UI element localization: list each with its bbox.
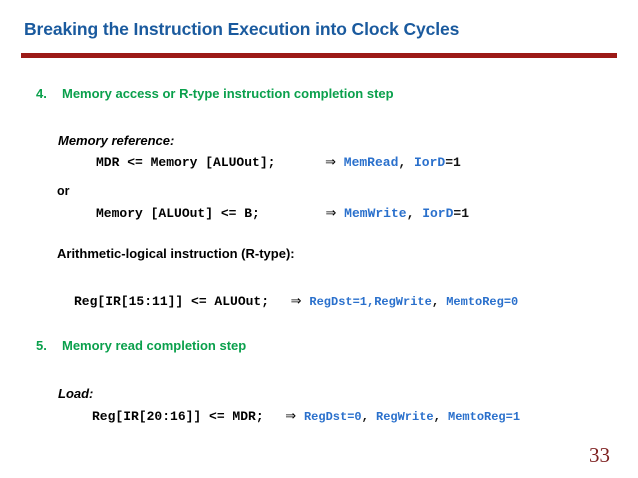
step-4-number: 4. xyxy=(36,86,47,101)
signal-group-load: RegDst=0, RegWrite, MemtoReg=1 xyxy=(304,410,520,424)
implies-arrow-icon: ⇒ xyxy=(285,409,297,424)
code-line-mdr-load: MDR <= Memory [ALUOut]; ⇒ MemRead, IorD=… xyxy=(96,155,461,170)
signal-memread: MemRead xyxy=(343,155,399,170)
memory-reference-label: Memory reference: xyxy=(58,133,175,148)
signal-iord-value: =1 xyxy=(445,155,461,170)
code-statement-mdr-load: MDR <= Memory [ALUOut]; xyxy=(96,155,276,170)
code-line-rtype-writeback: Reg[IR[15:11]] <= ALUOut; ⇒ RegDst=1,Reg… xyxy=(74,294,518,309)
implies-arrow-icon: ⇒ xyxy=(325,155,336,170)
signal-group-rtype: RegDst=1,RegWrite, MemtoReg=0 xyxy=(309,295,518,309)
code-line-mem-store: Memory [ALUOut] <= B; ⇒ MemWrite, IorD=1 xyxy=(96,206,469,221)
page-title: Breaking the Instruction Execution into … xyxy=(24,19,460,39)
step-5-heading: Memory read completion step xyxy=(62,338,247,353)
code-line-load-writeback: Reg[IR[20:16]] <= MDR; ⇒ RegDst=0, RegWr… xyxy=(92,409,520,424)
signal-memwrite: MemWrite xyxy=(344,206,407,221)
signal-regdst: RegDst=0 xyxy=(303,410,362,424)
signal-separator: , xyxy=(361,410,376,424)
code-statement-rtype: Reg[IR[15:11]] <= ALUOut; xyxy=(74,294,270,309)
title-divider xyxy=(21,53,617,58)
implies-arrow-icon: ⇒ xyxy=(325,206,337,221)
signal-iord: IorD xyxy=(414,155,446,170)
page-number: 33 xyxy=(589,443,610,467)
signal-regwrite: RegWrite xyxy=(374,295,432,309)
step-4-heading: Memory access or R-type instruction comp… xyxy=(62,86,394,101)
signal-separator: , xyxy=(433,410,449,424)
step-5-number: 5. xyxy=(36,338,47,353)
rtype-label: Arithmetic-logical instruction (R-type): xyxy=(57,246,295,261)
signal-group-mem-store: MemWrite, IorD=1 xyxy=(344,206,469,221)
code-statement-load: Reg[IR[20:16]] <= MDR; xyxy=(92,409,264,424)
signal-memtoreg: MemtoReg=0 xyxy=(446,295,519,309)
code-statement-mem-store: Memory [ALUOut] <= B; xyxy=(96,206,260,221)
signal-regdst: RegDst=1, xyxy=(309,295,375,309)
signal-separator: , xyxy=(398,155,414,170)
implies-arrow-icon: ⇒ xyxy=(290,294,302,309)
signal-iord-value: =1 xyxy=(453,206,470,221)
signal-memtoreg: MemtoReg=1 xyxy=(448,410,521,424)
load-label: Load: xyxy=(58,386,94,401)
or-label: or xyxy=(57,184,70,198)
signal-separator: , xyxy=(431,295,447,309)
signal-iord: IorD xyxy=(422,206,454,221)
signal-group-mdr-load: MemRead, IorD=1 xyxy=(344,155,461,170)
signal-separator: , xyxy=(406,206,423,221)
signal-regwrite: RegWrite xyxy=(376,410,434,424)
